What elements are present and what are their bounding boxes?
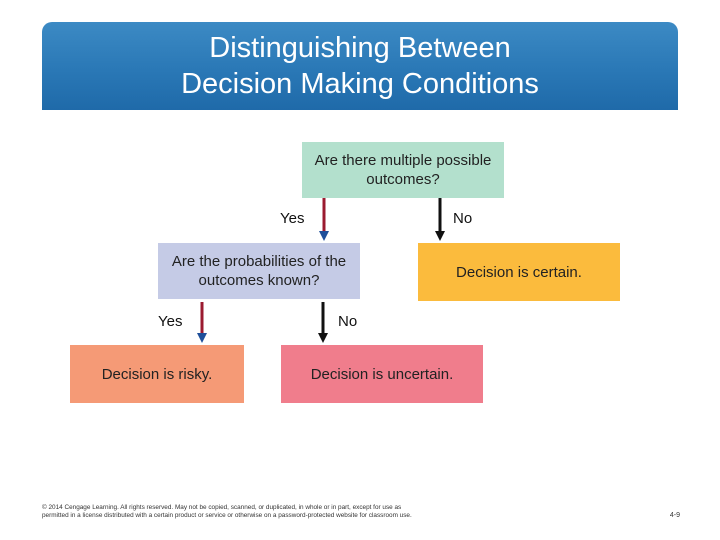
outcome-uncertain: Decision is uncertain.	[281, 345, 483, 403]
copyright-notice: © 2014 Cengage Learning. All rights rese…	[42, 504, 412, 519]
title-banner: Distinguishing Between Decision Making C…	[42, 22, 678, 110]
outcome-risky: Decision is risky.	[70, 345, 244, 403]
question-multiple-outcomes: Are there multiple possible outcomes?	[302, 142, 504, 198]
yes-label-2: Yes	[158, 313, 183, 330]
yes-label-1: Yes	[280, 210, 305, 227]
question-probabilities-known: Are the probabilities of the outcomes kn…	[158, 243, 360, 299]
page-number: 4-9	[669, 512, 680, 519]
slide-title: Distinguishing Between Decision Making C…	[181, 32, 539, 100]
outcome-certain: Decision is certain.	[418, 243, 620, 301]
no-label-1: No	[453, 210, 473, 227]
no-label-2: No	[338, 313, 358, 330]
